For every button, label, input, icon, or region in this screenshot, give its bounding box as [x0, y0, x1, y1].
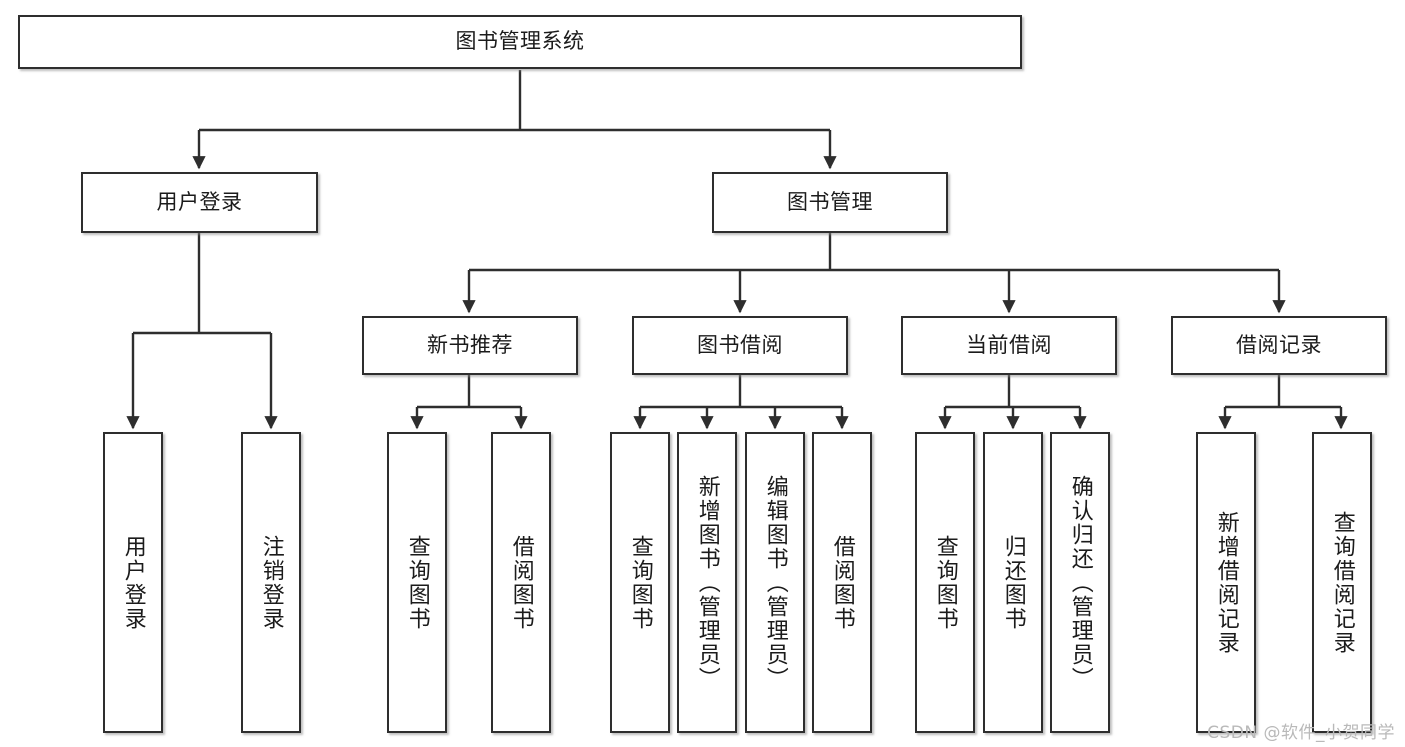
node-leaf-query-book-3[interactable]: 查询图书 [915, 432, 975, 733]
node-leaf-query-record-label: 查询借阅记录 [1329, 510, 1355, 655]
node-user-login[interactable]: 用户登录 [81, 172, 318, 233]
node-leaf-query-book-1[interactable]: 查询图书 [387, 432, 447, 733]
node-leaf-user-logout[interactable]: 注销登录 [241, 432, 301, 733]
connectors-book-borrow [633, 375, 849, 430]
node-leaf-borrow-book-2[interactable]: 借阅图书 [812, 432, 872, 733]
node-leaf-borrow-book-1-label: 借阅图书 [508, 534, 534, 631]
connectors-new-book-rec [410, 375, 528, 430]
node-leaf-add-record[interactable]: 新增借阅记录 [1196, 432, 1256, 733]
node-leaf-user-login[interactable]: 用户登录 [103, 432, 163, 733]
node-new-book-rec[interactable]: 新书推荐 [362, 316, 578, 375]
connectors-current-borrow [938, 375, 1087, 430]
node-leaf-add-book[interactable]: 新增图书（管理员） [677, 432, 737, 733]
connectors-book-manage [462, 233, 1286, 314]
node-current-borrow-label: 当前借阅 [966, 332, 1052, 357]
node-leaf-confirm-return-label: 确认归还（管理员） [1067, 474, 1093, 691]
node-leaf-edit-book-label: 编辑图书（管理员） [762, 474, 788, 691]
node-leaf-user-login-label: 用户登录 [120, 534, 146, 631]
node-leaf-add-record-label: 新增借阅记录 [1213, 510, 1239, 655]
node-leaf-return-book[interactable]: 归还图书 [983, 432, 1043, 733]
node-leaf-query-book-2-label: 查询图书 [627, 534, 653, 631]
node-leaf-add-book-label: 新增图书（管理员） [694, 474, 720, 691]
node-leaf-query-record[interactable]: 查询借阅记录 [1312, 432, 1372, 733]
node-leaf-edit-book[interactable]: 编辑图书（管理员） [745, 432, 805, 733]
node-book-borrow-label: 图书借阅 [697, 332, 783, 357]
connectors-user-login [126, 233, 278, 430]
node-root[interactable]: 图书管理系统 [18, 15, 1022, 69]
node-root-label: 图书管理系统 [455, 29, 585, 54]
node-book-borrow[interactable]: 图书借阅 [632, 316, 848, 375]
node-current-borrow[interactable]: 当前借阅 [901, 316, 1117, 375]
node-leaf-query-book-2[interactable]: 查询图书 [610, 432, 670, 733]
node-book-manage[interactable]: 图书管理 [712, 172, 948, 233]
node-leaf-user-logout-label: 注销登录 [258, 534, 284, 631]
node-borrow-record-label: 借阅记录 [1236, 332, 1322, 357]
connectors-borrow-record [1218, 375, 1348, 430]
node-borrow-record[interactable]: 借阅记录 [1171, 316, 1387, 375]
node-leaf-return-book-label: 归还图书 [1000, 534, 1026, 631]
node-leaf-query-book-1-label: 查询图书 [404, 534, 430, 631]
node-leaf-confirm-return[interactable]: 确认归还（管理员） [1050, 432, 1110, 733]
node-leaf-query-book-3-label: 查询图书 [932, 534, 958, 631]
node-book-manage-label: 图书管理 [787, 189, 873, 214]
node-user-login-label: 用户登录 [156, 189, 243, 214]
connectors-root [192, 70, 837, 170]
node-leaf-borrow-book-1[interactable]: 借阅图书 [491, 432, 551, 733]
node-leaf-borrow-book-2-label: 借阅图书 [829, 534, 855, 631]
node-new-book-rec-label: 新书推荐 [427, 332, 513, 357]
csdn-watermark: CSDN @软件_小贺同学 [1207, 723, 1395, 743]
